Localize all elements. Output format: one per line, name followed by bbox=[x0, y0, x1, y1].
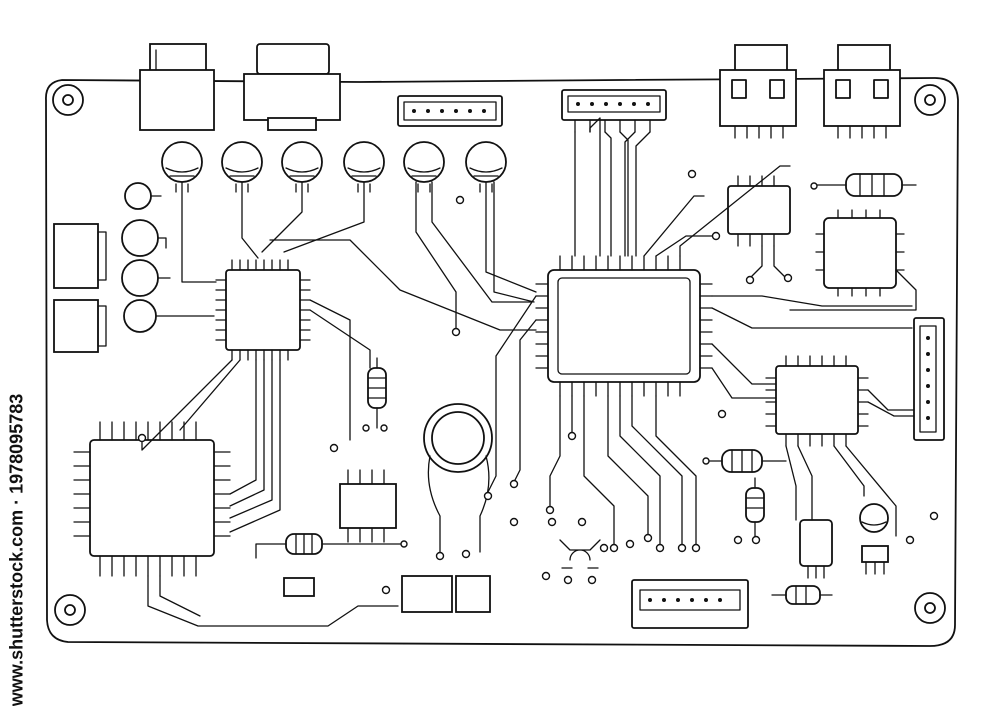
audio-jack-right bbox=[823, 44, 901, 139]
resistor bbox=[255, 533, 408, 559]
mounting-hole-bottom-left bbox=[54, 594, 86, 626]
pin-header-bottom bbox=[631, 579, 749, 629]
circuit-board bbox=[45, 43, 959, 647]
processor-chip bbox=[535, 255, 713, 397]
power-connector bbox=[139, 43, 215, 131]
resistor bbox=[745, 477, 765, 537]
smd-component bbox=[283, 577, 315, 597]
smd-component bbox=[401, 575, 453, 613]
ic-chip-small bbox=[727, 175, 791, 247]
capacitor bbox=[859, 503, 889, 533]
connector-left-upper bbox=[53, 223, 107, 289]
ic-chip-bottom bbox=[339, 469, 397, 543]
pin-header-top-left bbox=[397, 95, 503, 127]
ic-chip-square-right bbox=[815, 209, 905, 297]
connector-left-lower bbox=[53, 299, 107, 353]
coil bbox=[423, 403, 493, 557]
board-outline bbox=[45, 77, 959, 647]
capacitor-column-left bbox=[121, 182, 215, 333]
ground-symbol bbox=[559, 539, 601, 569]
usb-port bbox=[243, 43, 341, 131]
audio-jack-left bbox=[719, 44, 797, 139]
capacitor-row bbox=[161, 141, 507, 193]
transistor bbox=[861, 545, 889, 575]
vias bbox=[137, 169, 939, 595]
mounting-hole-bottom-right bbox=[914, 592, 946, 624]
circuit-board-illustration: www.shutterstock.com · 1978095783 bbox=[2, 43, 959, 706]
resistor bbox=[771, 585, 833, 605]
resistor bbox=[362, 357, 388, 432]
transistor bbox=[799, 519, 833, 579]
watermark: www.shutterstock.com · 1978095783 bbox=[2, 394, 32, 706]
microcontroller-chip bbox=[215, 259, 311, 361]
pin-header-top-center bbox=[561, 89, 667, 133]
watermark-text: www.shutterstock.com · 1978095783 bbox=[6, 393, 27, 706]
traces bbox=[141, 117, 917, 627]
resistor bbox=[702, 449, 787, 473]
ic-chip-large-left bbox=[73, 421, 231, 577]
pin-header-right bbox=[913, 317, 945, 441]
smd-component bbox=[455, 575, 491, 613]
resistor-top-right bbox=[810, 173, 917, 197]
mounting-hole-top-right bbox=[914, 84, 946, 116]
ic-chip-right bbox=[765, 355, 869, 447]
mounting-hole-top-left bbox=[52, 84, 84, 116]
capacitor bbox=[403, 141, 445, 193]
